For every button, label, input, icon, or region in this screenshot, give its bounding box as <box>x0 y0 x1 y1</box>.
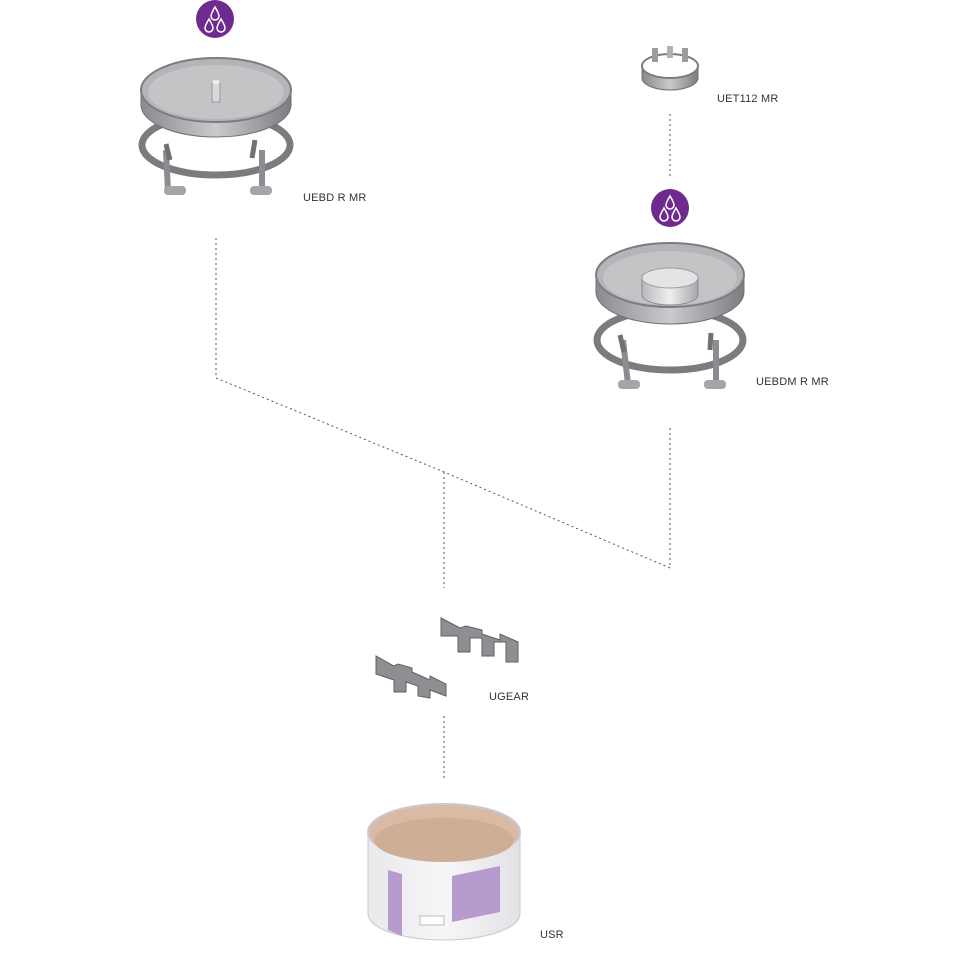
uet-ring-illustration <box>641 46 699 91</box>
label-usr: USR <box>540 929 564 941</box>
water-drops-icon <box>651 189 689 227</box>
label-uebdm: UEBDM R MR <box>756 376 829 388</box>
usr-sleeve-illustration <box>367 803 521 941</box>
label-ugear: UGEAR <box>489 691 530 703</box>
water-drops-icon <box>196 0 234 38</box>
connector-uebd <box>215 238 445 473</box>
connector-uebdm <box>443 428 671 569</box>
label-uet: UET112 MR <box>717 93 779 105</box>
uebdm-tray-illustration <box>593 242 747 389</box>
connector-lines <box>215 114 671 778</box>
ugear-brackets-illustration <box>375 617 519 699</box>
label-uebd: UEBD R MR <box>303 192 367 204</box>
uebd-tray-illustration <box>138 57 294 195</box>
